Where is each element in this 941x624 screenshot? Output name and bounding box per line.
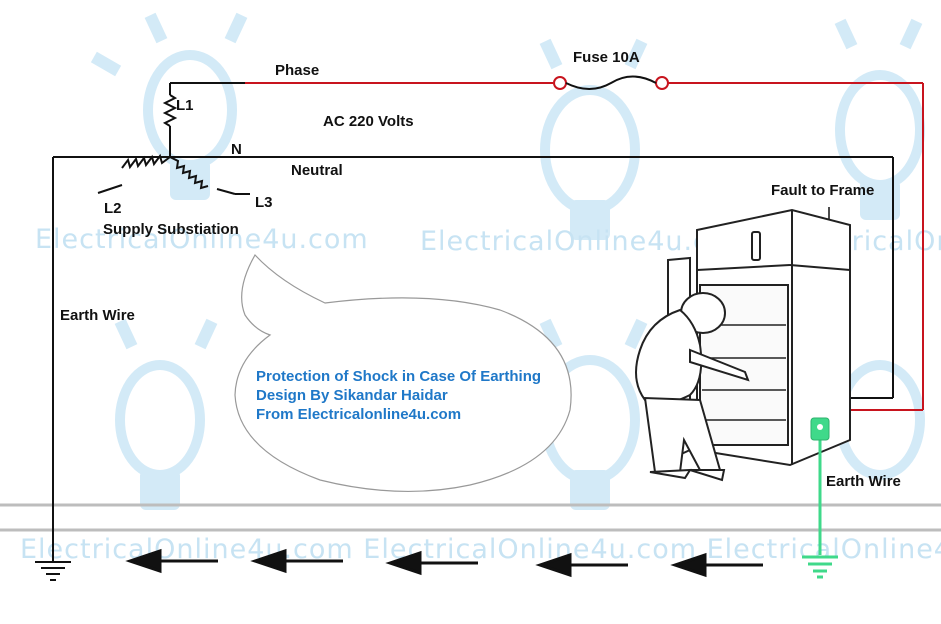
arrow-left-icon bbox=[535, 552, 628, 578]
bubble-line-2: Design By Sikandar Haidar bbox=[256, 387, 448, 404]
supply-substation-label: Supply Substiation bbox=[103, 221, 239, 238]
bubble-line-1: Protection of Shock in Case Of Earthing bbox=[256, 368, 541, 385]
transformer-coil-icon bbox=[97, 83, 250, 195]
arrow-left-icon bbox=[125, 548, 218, 574]
person-icon bbox=[635, 292, 750, 482]
l2-label: L2 bbox=[104, 200, 122, 217]
arrow-left-icon bbox=[670, 552, 763, 578]
neutral-label: Neutral bbox=[291, 162, 343, 179]
ground-icon-left bbox=[35, 555, 71, 581]
watermark-text-left: ElectricalOnline4u.com bbox=[35, 224, 369, 255]
bubble-line-3: From Electricalonline4u.com bbox=[256, 406, 461, 423]
l1-label: L1 bbox=[176, 97, 194, 114]
ground-icon-right bbox=[802, 555, 838, 579]
fuse-label: Fuse 10A bbox=[573, 49, 640, 66]
l3-label: L3 bbox=[255, 194, 273, 211]
arrow-left-icon bbox=[385, 550, 478, 576]
ground-current-arrows bbox=[125, 548, 763, 578]
fault-to-frame-label: Fault to Frame bbox=[771, 182, 874, 199]
ac-volts-label: AC 220 Volts bbox=[323, 113, 414, 130]
fuse-icon bbox=[553, 75, 669, 90]
earth-terminal-screw-icon bbox=[817, 424, 823, 430]
phase-label: Phase bbox=[275, 62, 319, 79]
speech-bubble bbox=[234, 253, 572, 492]
earth-wire-left-label: Earth Wire bbox=[60, 307, 135, 324]
arrow-left-icon bbox=[250, 548, 343, 574]
lightbulb-rays-watermark bbox=[90, 12, 923, 510]
earth-wire-right-label: Earth Wire bbox=[826, 473, 901, 490]
n-label: N bbox=[231, 141, 242, 158]
neutral-wire bbox=[52, 156, 894, 555]
